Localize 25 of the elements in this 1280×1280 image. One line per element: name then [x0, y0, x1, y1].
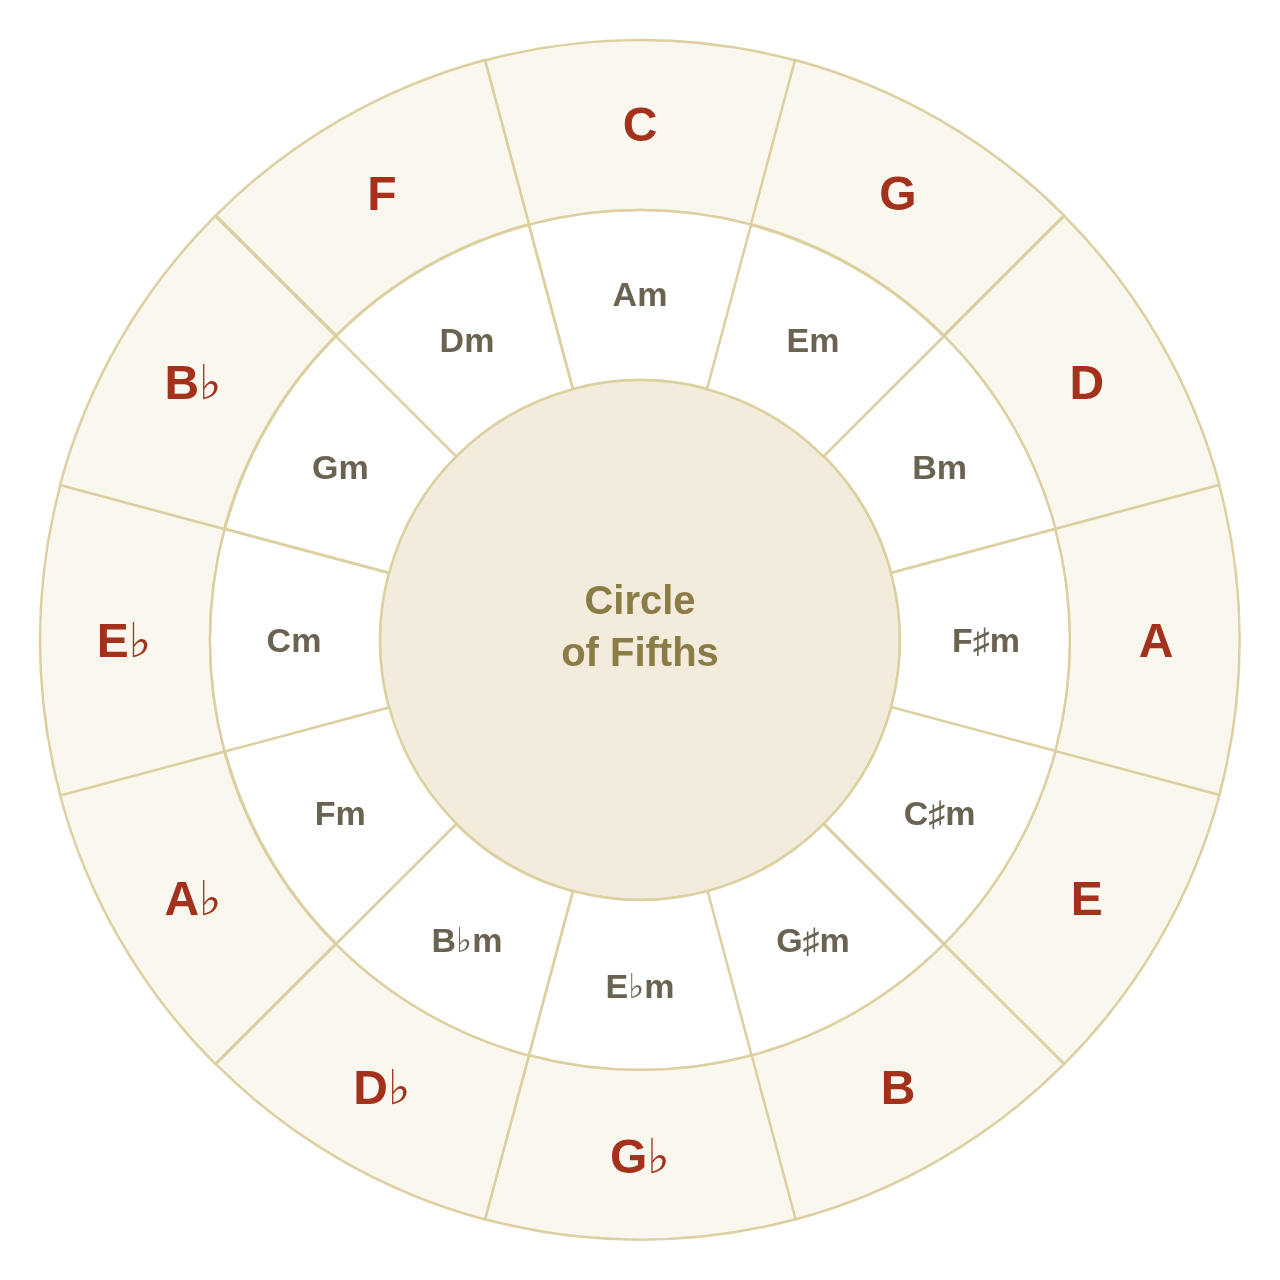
major-key-label: G: [879, 165, 917, 221]
minor-key-label: Fm: [314, 793, 366, 833]
minor-key-label: B♭m: [431, 919, 503, 960]
minor-key-label: G♯m: [776, 920, 850, 960]
minor-key-label: Bm: [912, 447, 968, 487]
minor-key-label: E♭m: [605, 966, 675, 1006]
major-key-label: C: [622, 96, 658, 152]
major-key-label: B: [880, 1059, 916, 1115]
major-key-label: G♭: [610, 1129, 670, 1184]
major-key-label: A♭: [164, 871, 222, 926]
minor-key-label: Em: [786, 320, 840, 360]
minor-key-label: Gm: [312, 447, 369, 487]
major-key-label: A: [1138, 612, 1174, 668]
minor-key-label: Am: [612, 274, 668, 314]
minor-key-label: Cm: [266, 620, 322, 660]
minor-key-label: C♯m: [903, 793, 976, 833]
major-key-label: E: [1070, 870, 1103, 926]
minor-key-label: Dm: [439, 320, 495, 360]
title-text: Circle of Fifths: [561, 577, 719, 676]
major-key-label: D♭: [353, 1059, 411, 1115]
major-key-label: B♭: [164, 355, 222, 410]
major-key-label: E♭: [96, 613, 152, 668]
major-key-label: D: [1069, 354, 1105, 410]
minor-key-label: F♯m: [952, 620, 1020, 660]
major-key-label: F: [367, 165, 397, 221]
